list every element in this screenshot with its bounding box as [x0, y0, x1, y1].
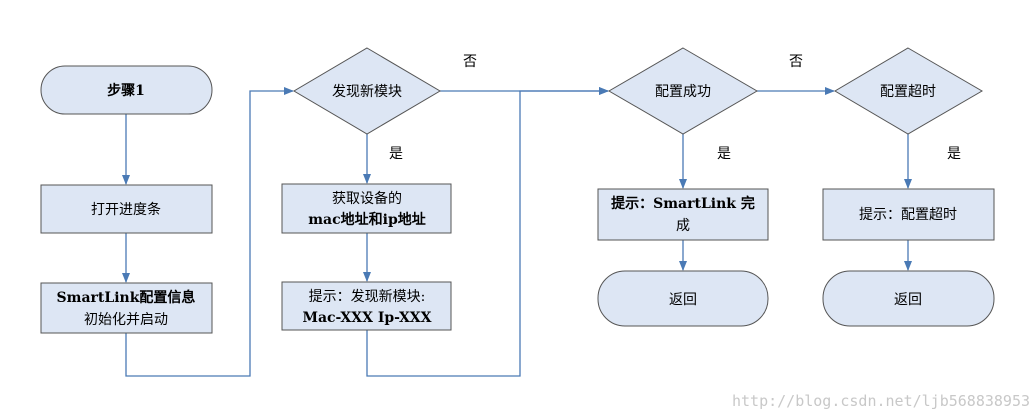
edge-label-yes-success: 是 [717, 146, 731, 162]
init-box [40, 282, 213, 334]
hint-found-label-line1: 提示：发现新模块: [309, 289, 426, 305]
step1-terminal [40, 65, 213, 115]
return1-terminal [597, 270, 769, 327]
return2-terminal [822, 270, 995, 327]
edge-label-no-find: 否 [463, 54, 477, 70]
hint-timeout-label: 提示：配置超时 [859, 207, 957, 223]
node-labels: 步骤1 打开进度条 SmartLink配置信息 初始化并启动 发现新模块 获取设… [57, 82, 957, 328]
init-label-line1: SmartLink配置信息 [57, 289, 196, 306]
hint-found-box [281, 281, 452, 331]
edge-init-to-find-module [125, 87, 294, 377]
get-device-label-line1: 获取设备的 [332, 190, 402, 207]
hint-smartlink-box [597, 188, 769, 241]
hint-found-label-line2: Mac-XXX Ip-XXX [302, 310, 431, 326]
find-module-diamond [293, 47, 441, 135]
config-timeout-label: 配置超时 [880, 84, 936, 100]
edge-label-no-success: 否 [789, 54, 803, 70]
edges [122, 87, 912, 377]
open-progress-label: 打开进度条 [91, 201, 161, 218]
hint-timeout-box [822, 188, 995, 241]
step1-label: 步骤1 [107, 82, 145, 99]
get-device-label-line2: mac地址和ip地址 [308, 211, 426, 228]
nodes [40, 47, 995, 334]
return1-label: 返回 [669, 292, 697, 308]
open-progress-box [40, 184, 213, 234]
return2-label: 返回 [894, 292, 922, 308]
edge-label-yes-find: 是 [389, 146, 403, 162]
watermark-text: http://blog.csdn.net/ljb568838953 [732, 392, 1030, 410]
hint-smartlink-label-line1: 提示：SmartLink 完 [611, 195, 755, 212]
config-success-label: 配置成功 [655, 84, 711, 100]
edge-labels: 否 是 是 否 是 [389, 54, 961, 162]
find-module-label: 发现新模块 [332, 84, 402, 100]
init-label-line2: 初始化并启动 [84, 311, 168, 328]
config-success-diamond [608, 47, 758, 135]
hint-smartlink-label-line2: 成 [676, 218, 690, 234]
config-timeout-diamond [834, 47, 983, 135]
get-device-box [281, 183, 452, 234]
edge-label-yes-timeout: 是 [947, 146, 961, 162]
